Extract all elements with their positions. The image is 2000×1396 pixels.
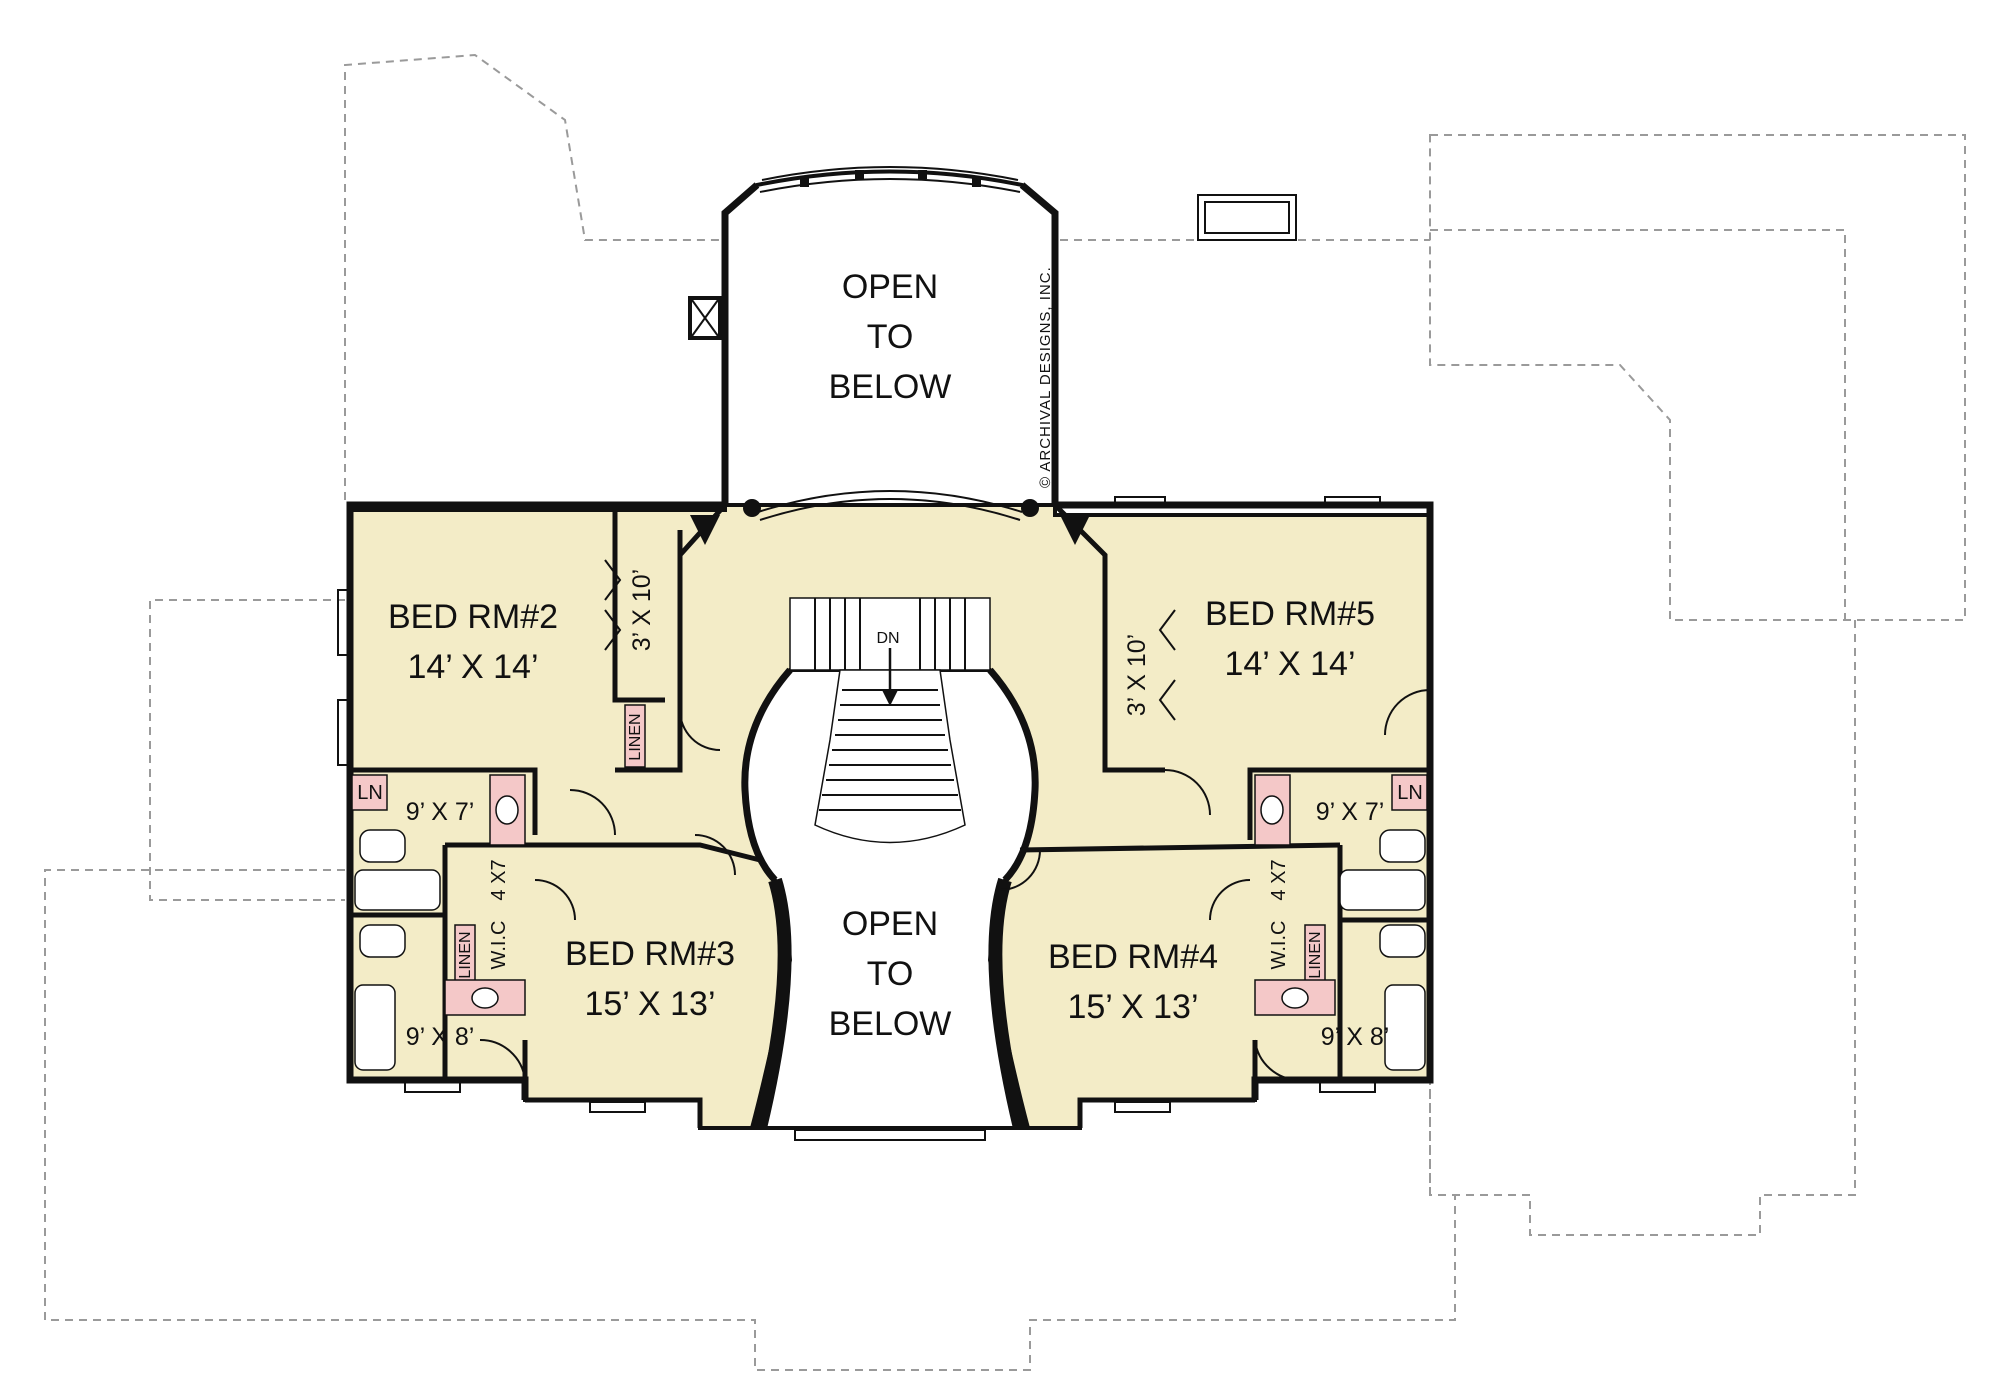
linen-left-upper-label: LINEN: [627, 713, 644, 760]
room-labels: OPEN TO BELOW OPEN TO BELOW BED RM#2 14’…: [357, 266, 1423, 1051]
wic-left-label: W.I.C: [488, 921, 510, 970]
tub-right-lower: [1384, 984, 1426, 1071]
bed3-name: BED RM#3: [565, 935, 735, 973]
linen-left-upper[interactable]: [624, 704, 646, 768]
bed2-name: BED RM#2: [388, 598, 558, 636]
bed2-size: 14’ X 14’: [407, 648, 538, 686]
doors[interactable]: [479, 689, 1431, 1082]
bath-right-lower-size: 9’ X 8’: [1321, 1023, 1390, 1051]
tub-right-upper: [1339, 869, 1426, 911]
closet-right-size: 3’ X 10’: [1123, 634, 1151, 716]
copyright-watermark: © ARCHIVAL DESIGNS, INC.: [1037, 266, 1054, 488]
closet-left[interactable]: [604, 515, 675, 695]
chimney-box: [688, 296, 722, 340]
tub-left-lower: [354, 984, 396, 1071]
linen-right-lower-label: LINEN: [1307, 931, 1324, 978]
open-top-line-2: TO: [867, 318, 914, 356]
columns: [690, 499, 1090, 545]
bed4-size: 15’ X 13’: [1067, 988, 1198, 1026]
bed5-name: BED RM#5: [1205, 595, 1375, 633]
wic-right-size: 4 X7: [1268, 859, 1290, 900]
bay-window-posts: [800, 170, 981, 187]
linen-left-lower-label: LINEN: [457, 931, 474, 978]
open-center-line-3: BELOW: [829, 1005, 952, 1043]
skylight: [1197, 194, 1297, 241]
closet-right[interactable]: [1158, 609, 1176, 721]
bed5-size: 14’ X 14’: [1224, 645, 1355, 683]
bed3-size: 15’ X 13’: [584, 985, 715, 1023]
exterior-walls: [346, 501, 1434, 1130]
closet-left-size: 3’ X 10’: [628, 569, 656, 651]
ln-left-label: LN: [357, 782, 383, 804]
open-center-line-2: TO: [867, 955, 914, 993]
windows: [337, 496, 1381, 1141]
open-top-line-3: BELOW: [829, 368, 952, 406]
toilet-left-lower: [359, 924, 406, 958]
grand-staircase[interactable]: DN: [789, 597, 991, 844]
stair-label: DN: [876, 630, 899, 647]
toilet-left-upper: [359, 829, 406, 863]
bath-left-upper-size: 9’ X 7’: [406, 798, 475, 826]
sink-left-lower[interactable]: [444, 979, 526, 1016]
ln-right-label: LN: [1397, 782, 1423, 804]
wic-left-size: 4 X7: [488, 859, 510, 900]
toilet-right-lower: [1379, 924, 1426, 958]
open-top-line-1: OPEN: [842, 268, 938, 306]
tub-left-upper: [354, 869, 441, 911]
bath-left-lower-size: 9’ X 8’: [406, 1023, 475, 1051]
bath-right-upper-size: 9’ X 7’: [1316, 798, 1385, 826]
toilet-right-upper: [1379, 829, 1426, 863]
skylight-inner: [1204, 201, 1290, 234]
sink-right-lower[interactable]: [1254, 979, 1336, 1016]
bed4-name: BED RM#4: [1048, 938, 1218, 976]
open-center-line-1: OPEN: [842, 905, 938, 943]
ln-right-box[interactable]: [1391, 774, 1428, 811]
wic-right-label: W.I.C: [1268, 921, 1290, 970]
ln-left-box[interactable]: [351, 774, 388, 811]
